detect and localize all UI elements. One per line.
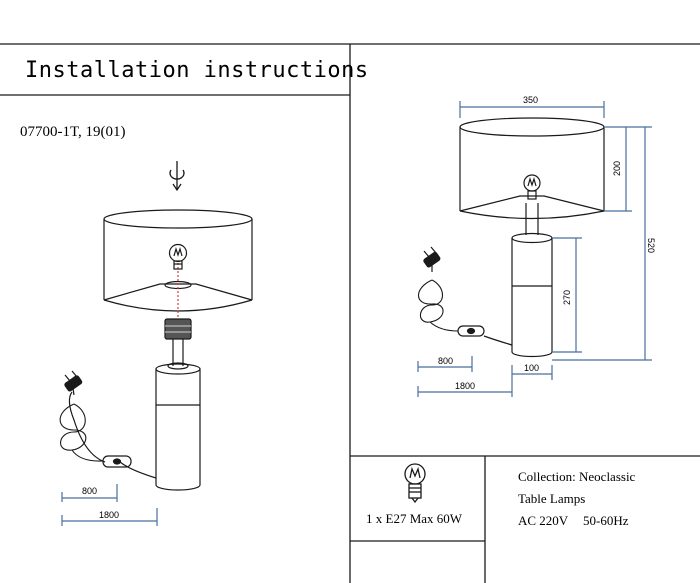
left-dimension-lines (61, 484, 158, 526)
lamp-socket (164, 318, 192, 340)
cord-coil-icon (59, 403, 104, 462)
spec-bulb-icon (404, 463, 426, 504)
voltage-spec: AC 220V (518, 513, 569, 528)
shade-top-rim (103, 209, 253, 229)
bulb-icon (168, 243, 188, 270)
plug-icon (423, 246, 441, 272)
total-height-dimension: 520 (646, 238, 656, 253)
left-cord-total-dimension: 1800 (99, 510, 119, 520)
assembled-lamp-drawing (459, 117, 605, 358)
shade-width-dimension: 350 (523, 95, 538, 105)
bulb-spec: 1 x E27 Max 60W (366, 511, 463, 526)
exploded-lamp-drawing (68, 209, 253, 491)
left-cord-switch-dimension: 800 (82, 486, 97, 496)
plug-icon (64, 370, 83, 396)
product-type: Table Lamps (518, 491, 585, 506)
collection-name: Collection: Neoclassic (518, 469, 636, 484)
assembled-shade-top (459, 117, 605, 137)
switch-icon (457, 325, 485, 337)
right-cord-total-dimension: 1800 (455, 381, 475, 391)
base-height-dimension: 270 (562, 290, 572, 305)
page-title: Installation instructions (25, 58, 369, 83)
cord-coil-icon (417, 279, 459, 332)
frame-lines (0, 43, 700, 583)
right-dimension-lines (417, 101, 652, 397)
rotate-icon (169, 161, 185, 192)
frequency-spec: 50-60Hz (583, 513, 629, 528)
model-code: 07700-1T, 19(01) (20, 124, 126, 140)
switch-icon (102, 455, 132, 468)
base-width-dimension: 100 (524, 363, 539, 373)
right-cord-switch-dimension: 800 (438, 356, 453, 366)
shade-height-dimension: 200 (612, 161, 622, 176)
bulb-icon (523, 174, 541, 200)
